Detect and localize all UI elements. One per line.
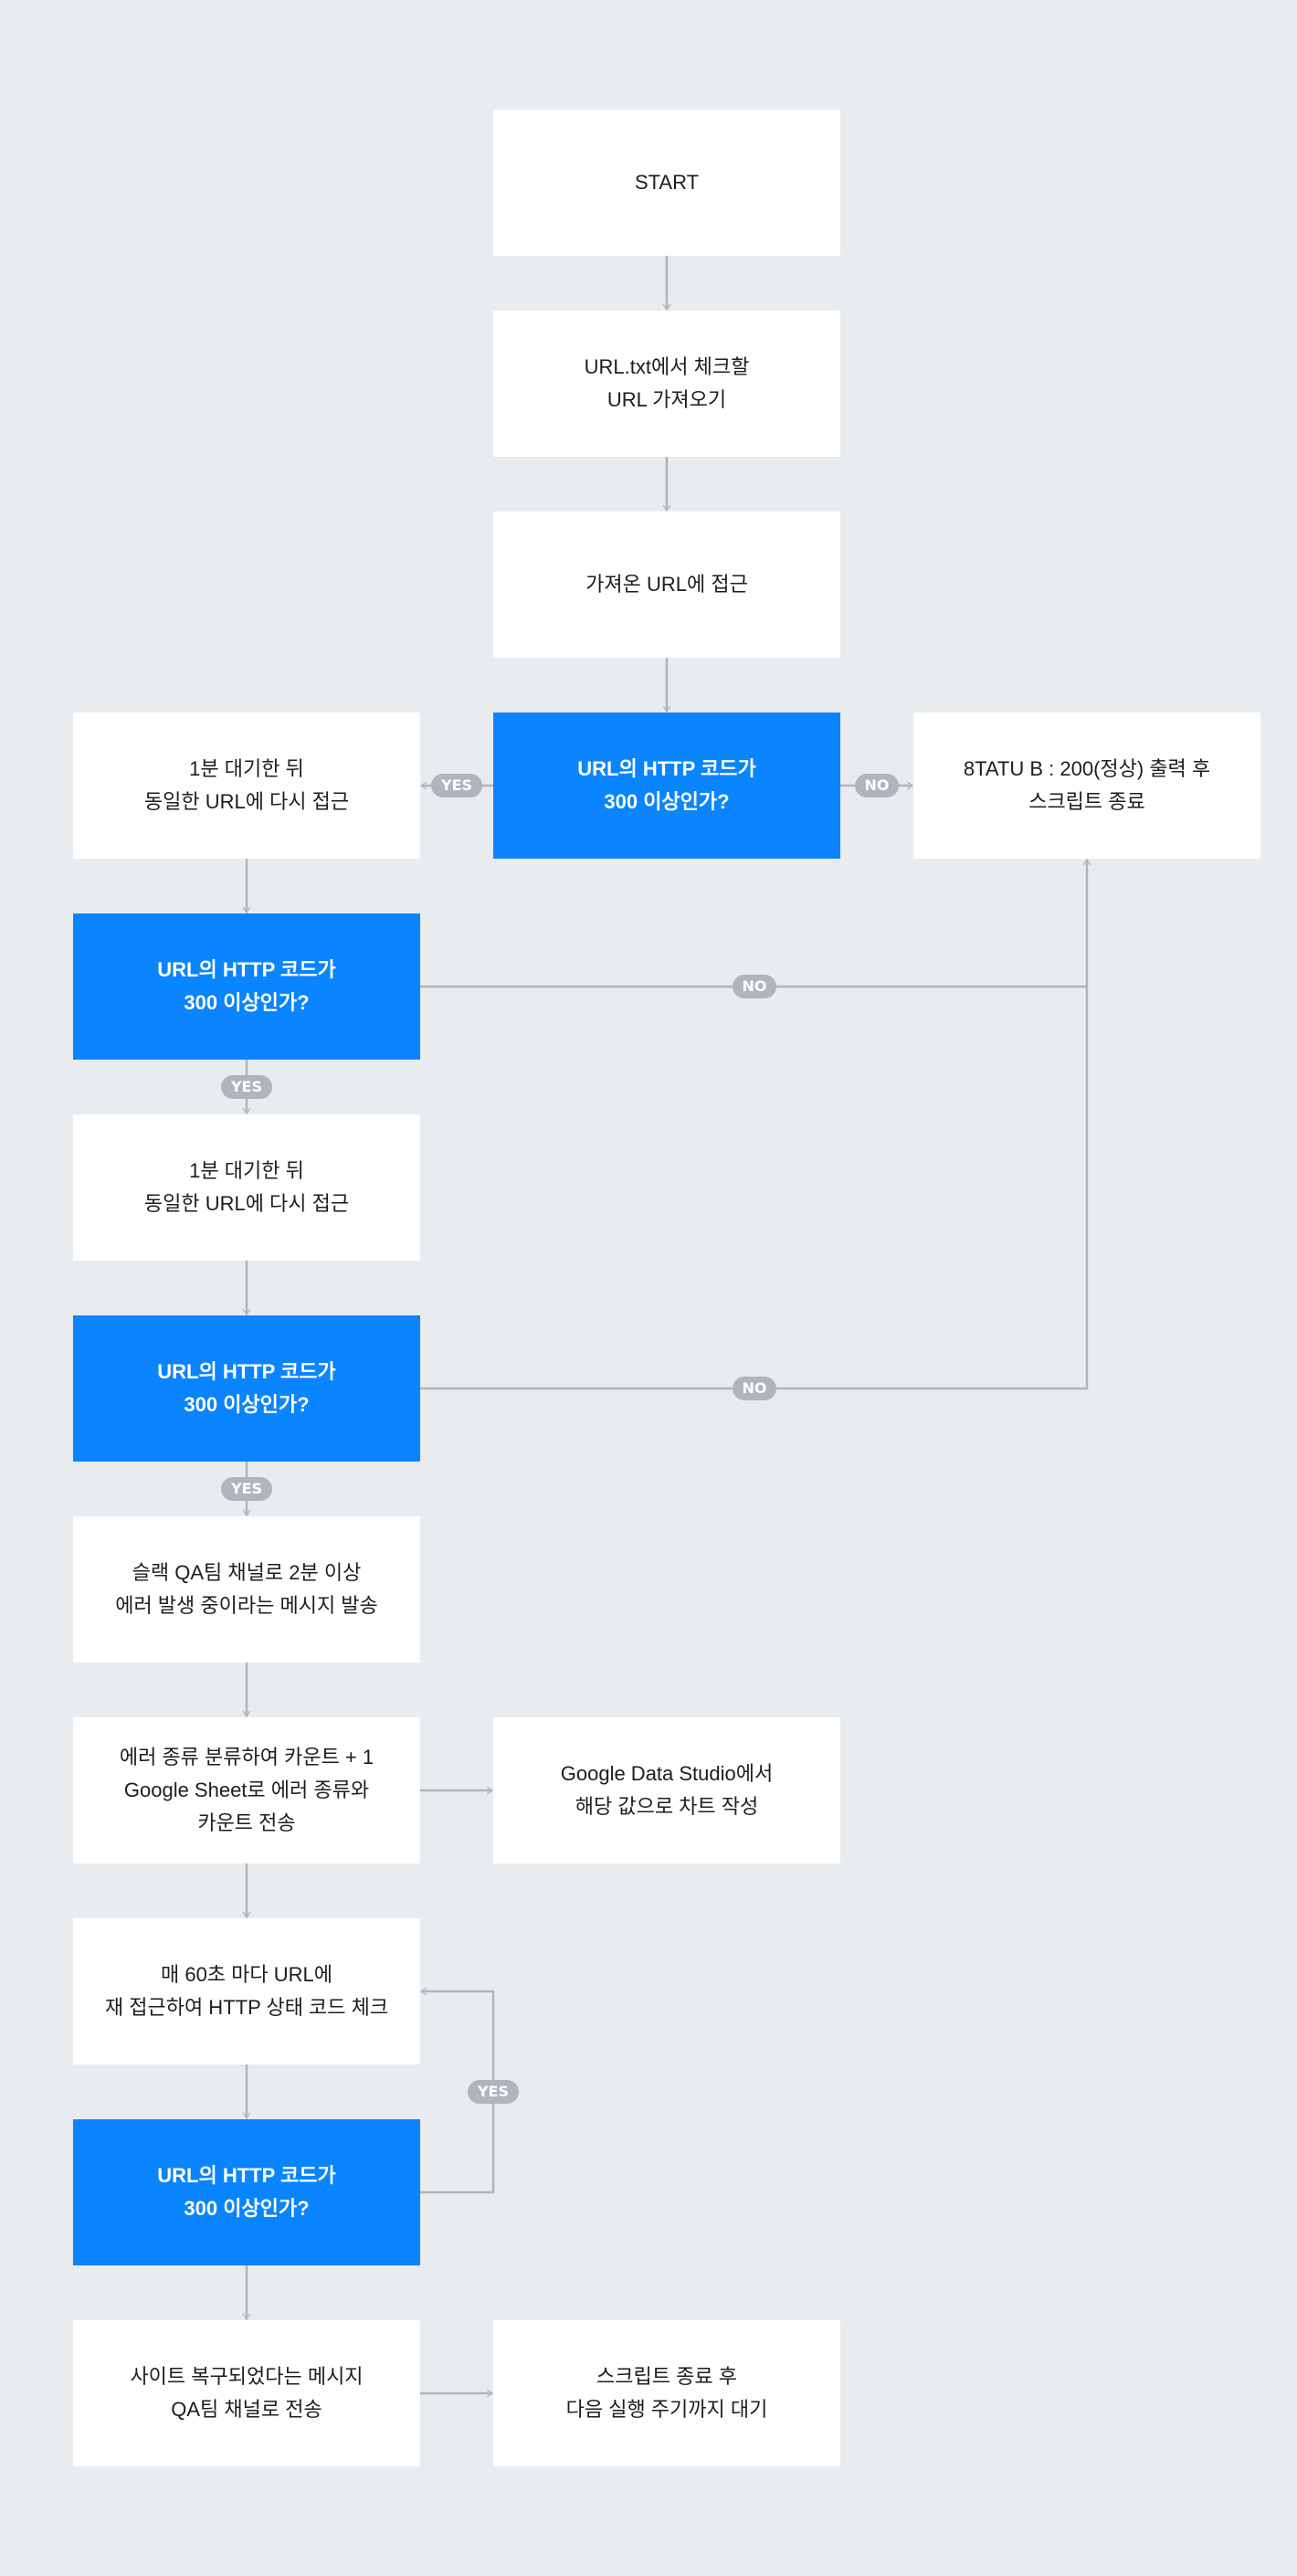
slack-alert-node-text: 슬랙 QA팀 채널로 2분 이상 에러 발생 중이라는 메시지 발송 [115,1561,378,1617]
data-studio-node: Google Data Studio에서 해당 값으로 차트 작성 [493,1717,840,1863]
decision-node-4-text: URL의 HTTP 코드가 300 이상인가? [157,2164,336,2220]
start-node: START [493,110,840,256]
wait-retry-node-1-text: 1분 대기한 뒤 동일한 URL에 다시 접근 [143,757,350,813]
recovered-node-text: 사이트 복구되었다는 메시지 QA팀 채널로 전송 [130,2365,364,2421]
decision-node-2: URL의 HTTP 코드가 300 이상인가? [73,913,420,1060]
recheck-node: 매 60초 마다 URL에 재 접근하여 HTTP 상태 코드 체크 [73,1918,420,2064]
no-badge-decision-2: NO [733,975,776,998]
arrow-decision-3-no [420,858,1091,1390]
recheck-node-text: 매 60초 마다 URL에 재 접근하여 HTTP 상태 코드 체크 [104,1963,389,2019]
recovered-node: 사이트 복구되었다는 메시지 QA팀 채널로 전송 [73,2320,420,2466]
decision-node-1: URL의 HTTP 코드가 300 이상인가? [493,713,840,859]
wait-retry-node-1: 1분 대기한 뒤 동일한 URL에 다시 접근 [73,713,420,859]
data-studio-node-text: Google Data Studio에서 해당 값으로 차트 작성 [560,1762,774,1818]
decision-node-3: URL의 HTTP 코드가 300 이상인가? [73,1315,420,1462]
wait-retry-node-2-text: 1분 대기한 뒤 동일한 URL에 다시 접근 [143,1159,350,1215]
end-wait-node: 스크립트 종료 후 다음 실행 주기까지 대기 [493,2320,840,2466]
fetch-url-node: URL.txt에서 체크할 URL 가져오기 [493,311,840,457]
decision-node-3-text: URL의 HTTP 코드가 300 이상인가? [157,1360,336,1416]
yes-badge-decision-3: YES [221,1477,272,1501]
count-error-node: 에러 종류 분류하여 카운트 + 1 Google Sheet로 에러 종류와 … [73,1717,420,1863]
yes-badge-decision-1: YES [431,774,482,797]
access-url-node-text: 가져온 URL에 접근 [585,573,748,596]
yes-badge-decision-4: YES [468,2080,519,2104]
status-ok-node: 8TATU B : 200(정상) 출력 후 스크립트 종료 [913,713,1260,859]
fetch-url-node-text: URL.txt에서 체크할 URL 가져오기 [584,355,750,411]
no-badge-decision-3: NO [733,1377,776,1400]
slack-alert-node: 슬랙 QA팀 채널로 2분 이상 에러 발생 중이라는 메시지 발송 [73,1516,420,1663]
decision-node-4: URL의 HTTP 코드가 300 이상인가? [73,2119,420,2265]
no-badge-decision-1: NO [855,774,899,797]
decision-node-1-text: URL의 HTTP 코드가 300 이상인가? [577,757,756,813]
wait-retry-node-2: 1분 대기한 뒤 동일한 URL에 다시 접근 [73,1114,420,1261]
count-error-node-text: 에러 종류 분류하여 카운트 + 1 Google Sheet로 에러 종류와 … [119,1746,374,1834]
decision-node-2-text: URL의 HTTP 코드가 300 이상인가? [157,958,336,1014]
start-node-text: START [634,171,700,194]
access-url-node: 가져온 URL에 접근 [493,512,840,658]
end-wait-node-text: 스크립트 종료 후 다음 실행 주기까지 대기 [565,2365,768,2421]
status-ok-node-text: 8TATU B : 200(정상) 출력 후 스크립트 종료 [963,757,1211,813]
yes-badge-decision-2: YES [221,1075,272,1099]
